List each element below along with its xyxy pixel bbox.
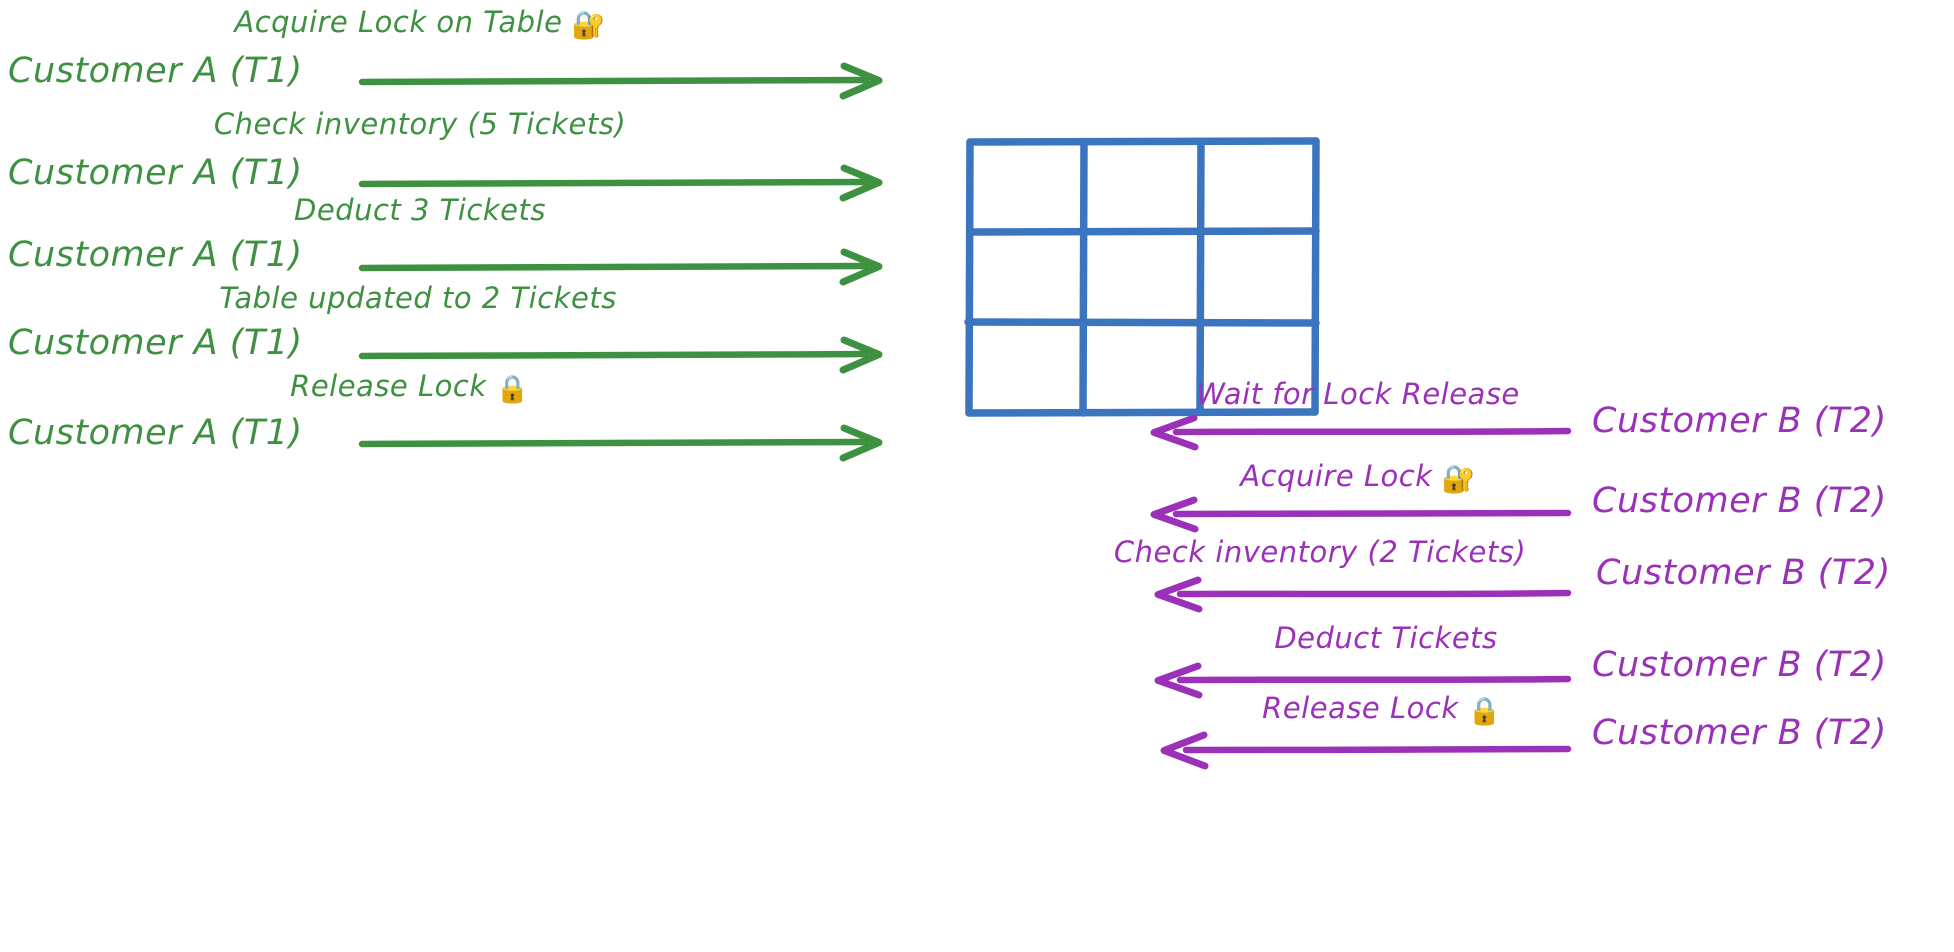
message-label-10: Release Lock 🔒 [1262,691,1502,727]
arrow-right-4 [358,336,883,374]
arrow-right-5 [358,424,883,462]
arrow-right-2 [358,164,883,202]
actor-label-a-4: Customer A (T1) [8,323,303,363]
message-label-9: Deduct Tickets [1274,624,1497,653]
message-label-8: Check inventory (2 Tickets) [1114,538,1526,567]
message-text: Check inventory (2 Tickets) [1113,535,1527,569]
message-text: Acquire Lock [1240,459,1433,493]
message-label-3: Deduct 3 Tickets [294,196,546,225]
lock-icon: 🔒 [1458,696,1502,727]
inventory-table-grid [964,137,1320,417]
actor-label-b-2: Customer B (T2) [1592,481,1887,521]
actor-label-a-1: Customer A (T1) [8,51,303,91]
arrow-right-1 [358,62,883,100]
message-label-1: Acquire Lock on Table 🔐 [234,5,606,41]
message-text: Wait for Lock Release [1196,377,1520,411]
message-text: Release Lock [290,369,487,403]
message-text: Release Lock [1262,691,1459,725]
actor-label-a-5: Customer A (T1) [8,413,303,453]
message-label-7: Acquire Lock 🔐 [1240,459,1476,495]
message-label-5: Release Lock 🔒 [290,369,530,405]
message-text: Check inventory (5 Tickets) [213,107,627,141]
actor-label-b-5: Customer B (T2) [1592,713,1887,753]
actor-label-b-1: Customer B (T2) [1592,401,1887,441]
message-label-2: Check inventory (5 Tickets) [214,110,626,139]
message-text: Acquire Lock on Table [234,5,563,39]
lock-icon: 🔒 [486,374,530,405]
message-label-4: Table updated to 2 Tickets [219,284,617,313]
locked-with-key-icon: 🔐 [1432,464,1476,495]
message-text: Deduct Tickets [1274,621,1498,655]
locked-with-key-icon: 🔐 [562,10,606,41]
message-label-6: Wait for Lock Release [1196,380,1520,409]
actor-label-b-3: Customer B (T2) [1596,553,1891,593]
arrow-left-4 [1154,662,1572,699]
actor-label-a-2: Customer A (T1) [8,153,303,193]
message-text: Deduct 3 Tickets [294,193,546,227]
arrow-left-3 [1154,576,1572,613]
arrow-left-2 [1150,496,1572,533]
message-text: Table updated to 2 Tickets [219,281,617,315]
actor-label-b-4: Customer B (T2) [1592,645,1887,685]
arrow-left-5 [1160,731,1572,770]
actor-label-a-3: Customer A (T1) [8,235,303,275]
arrow-right-3 [358,248,883,286]
arrow-left-1 [1150,414,1572,451]
